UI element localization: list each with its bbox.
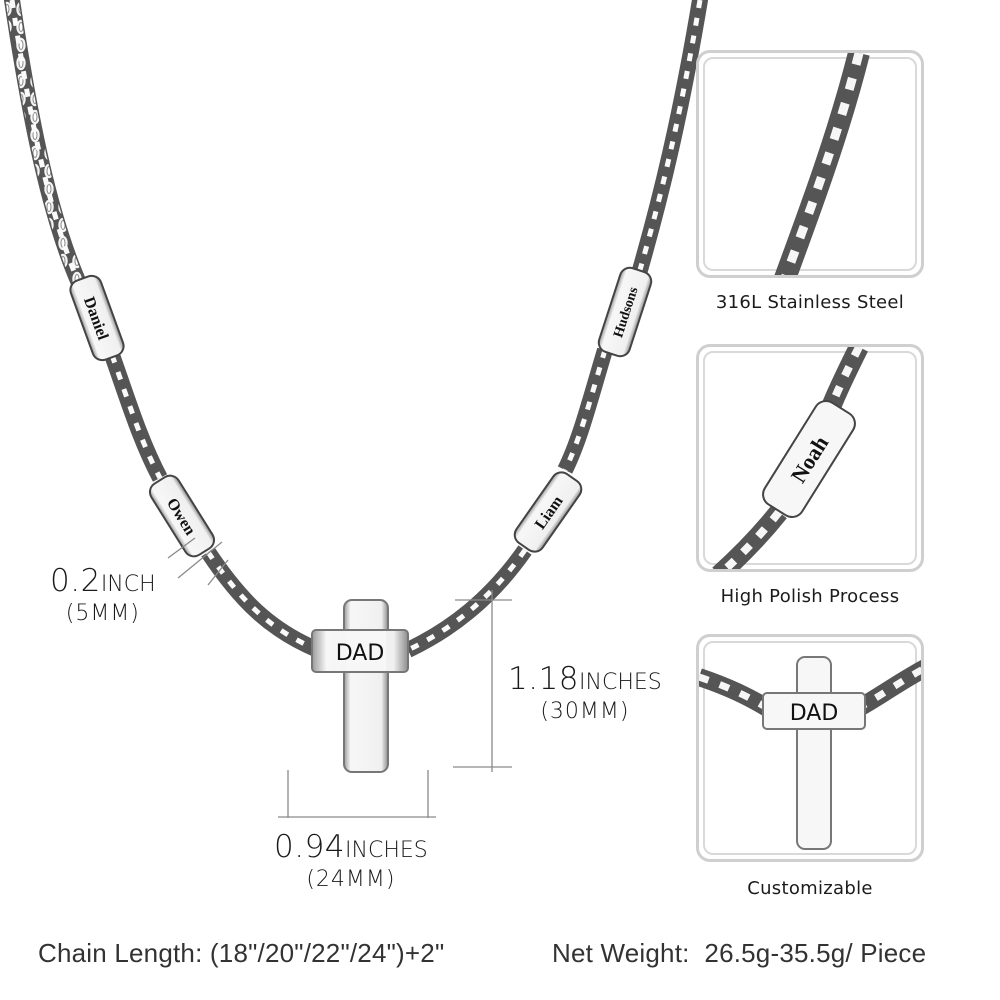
pendant-width-label: 0.94INCHES (24MM) xyxy=(274,829,428,892)
name-tag-daniel: Daniel xyxy=(69,274,125,362)
dimension-lines xyxy=(167,537,512,818)
cross-closeup-engraving: DAD xyxy=(790,701,839,726)
chain-left-strand xyxy=(4,0,322,658)
chain-length-spec: Chain Length: (18"/20"/22"/24")+2" xyxy=(38,938,445,968)
caption-customizable: Customizable xyxy=(747,878,873,899)
feature-panel-customizable: DAD xyxy=(696,634,924,862)
cross-pendant: DAD xyxy=(311,599,409,773)
chain-right-strand xyxy=(404,0,708,658)
name-tag-closeup-icon: Noah xyxy=(712,347,868,569)
chain-width-label: 0.2INCH (5MM) xyxy=(50,563,156,626)
chain-closeup-icon xyxy=(774,53,870,275)
feature-panel-stainless-steel xyxy=(696,50,924,278)
feature-panel-high-polish: Noah xyxy=(696,344,924,572)
caption-high-polish: High Polish Process xyxy=(720,586,900,607)
caption-stainless-steel: 316L Stainless Steel xyxy=(715,292,905,313)
name-tag-hudsons: Hudsons xyxy=(597,266,653,358)
pendant-engraving: DAD xyxy=(336,641,385,666)
cross-closeup-icon: DAD xyxy=(699,656,921,850)
pendant-height-label: 1.18INCHES (30MM) xyxy=(508,661,662,724)
net-weight-spec: Net Weight: 26.5g-35.5g/ Piece xyxy=(552,938,927,968)
name-tag-liam: Liam xyxy=(513,471,583,553)
